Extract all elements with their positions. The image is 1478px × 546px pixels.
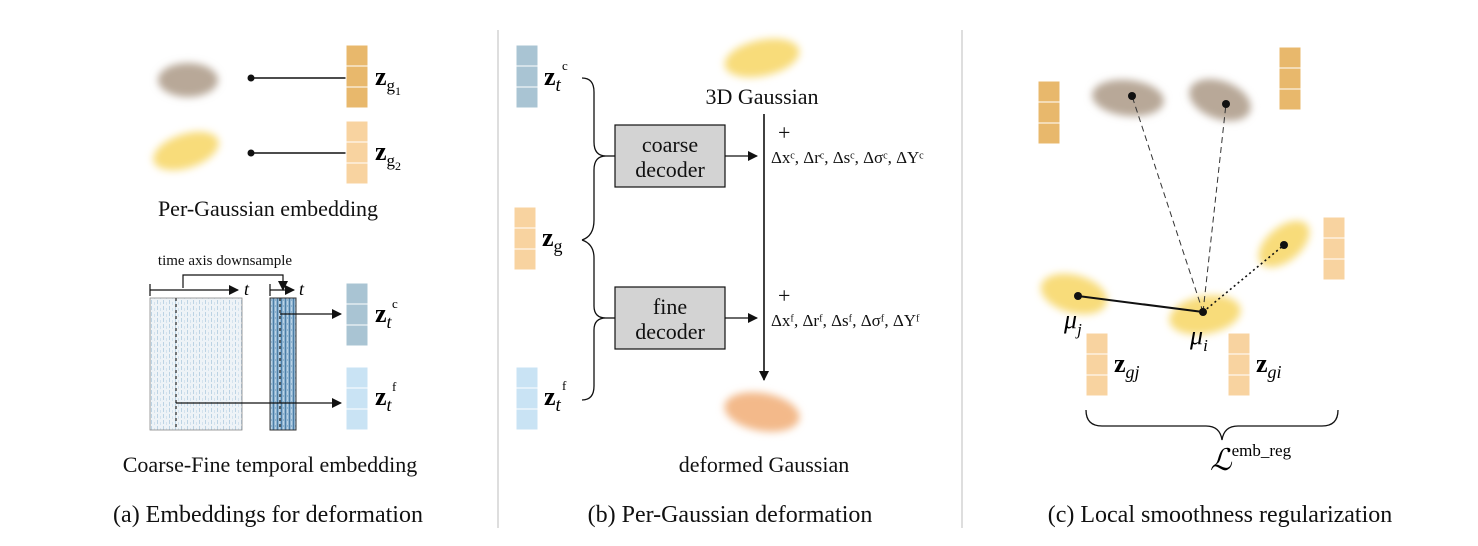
embedding-zt-coarse [345, 282, 369, 347]
gaussian-c-j [1040, 273, 1108, 315]
t-label-fine: t [299, 279, 305, 299]
gaussian-g1 [158, 63, 218, 97]
mu-i-label: μi [1189, 321, 1208, 355]
plus-coarse: + [778, 120, 790, 145]
embedding-c-zgi [1227, 332, 1251, 397]
downsampled-feature-map [269, 297, 297, 431]
b-zg-label: zg [542, 223, 563, 256]
loss-brace [1085, 409, 1339, 441]
zgi-label: zgi [1256, 349, 1282, 382]
embedding-c-side [1322, 216, 1346, 281]
dashed-link-far-right [1202, 103, 1227, 313]
gaussian-deformed [724, 392, 800, 432]
gaussian-c-far-right [1189, 79, 1251, 121]
caption-a: (a) Embeddings for deformation [113, 502, 423, 528]
gaussian-3d [724, 38, 800, 78]
fine-delta-label: Δxᶠ, Δrᶠ, Δsᶠ, Δσᶠ, ΔYᶠ [771, 311, 920, 330]
embedding-b-zt-fine [515, 366, 539, 431]
embedding-c-left [1037, 80, 1061, 145]
zt-fine-label: ztf [375, 379, 397, 415]
coarse-decoder-line1: coarse [642, 132, 698, 157]
gaussian-3d-label: 3D Gaussian [705, 84, 818, 109]
gaussian-g2 [153, 131, 219, 171]
coarse-fine-temporal-label: Coarse-Fine temporal embedding [123, 452, 417, 477]
embedding-zt-fine [345, 366, 369, 431]
zt-coarse-label: ztc [375, 296, 398, 332]
coarse-delta-label: Δxᶜ, Δrᶜ, Δsᶜ, Δσᶜ, ΔYᶜ [771, 148, 924, 167]
zgj-label: zgj [1114, 349, 1140, 382]
downsample-label: time axis downsample [158, 253, 292, 269]
per-gaussian-embedding-label: Per-Gaussian embedding [158, 196, 378, 221]
embedding-b-zt-coarse [515, 44, 539, 109]
temporal-feature-map [149, 297, 243, 431]
embedding-g2 [345, 120, 369, 185]
caption-b: (b) Per-Gaussian deformation [588, 502, 873, 528]
z-g1-label: zg1 [375, 62, 401, 98]
embedding-c-zgj [1085, 332, 1109, 397]
panel-c: μj μi zgj zgi ℒemb_reg (c) Local smoothn… [1037, 46, 1393, 528]
gaussian-c-far-left [1092, 79, 1164, 117]
embedding-c-right [1278, 46, 1302, 111]
panel-b: ztc zg ztf coarse decoder fine decoder [513, 38, 924, 528]
brace-fine [581, 239, 607, 401]
b-zt-coarse-label: ztc [544, 58, 568, 96]
mu-j-label: μj [1063, 305, 1082, 339]
brace-coarse [581, 77, 607, 241]
embedding-g1 [345, 44, 369, 109]
coarse-decoder-line2: decoder [635, 157, 705, 182]
downsample-bracket [182, 274, 284, 288]
plus-fine: + [778, 283, 790, 308]
fine-decoder-line2: decoder [635, 319, 705, 344]
t-label-coarse: t [244, 279, 250, 299]
z-g2-label: zg2 [375, 137, 401, 173]
caption-c: (c) Local smoothness regularization [1048, 502, 1393, 528]
b-zt-fine-label: ztf [544, 378, 567, 416]
loss-label: ℒemb_reg [1210, 441, 1292, 477]
panel-a: zg1 zg2 Per-Gaussian embedding time axis… [113, 44, 423, 528]
dashed-link-far-left [1131, 95, 1204, 313]
deformed-gaussian-label: deformed Gaussian [679, 452, 849, 477]
solid-link-j-i [1077, 295, 1204, 313]
embedding-b-zg [513, 206, 537, 271]
fine-decoder-line1: fine [653, 294, 687, 319]
